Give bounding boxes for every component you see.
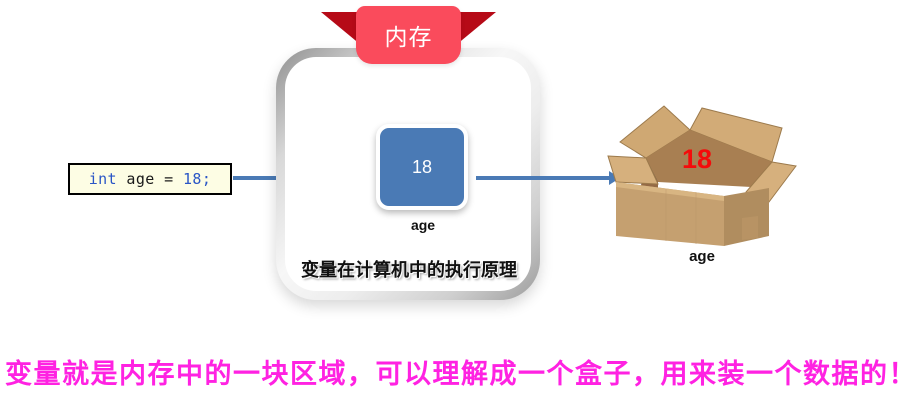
memory-cell: 18 [376, 124, 468, 210]
code-snippet-box: int age = 18; [68, 163, 232, 195]
memory-cell-label: age [410, 217, 436, 233]
cardboard-box-illustration: 18 [606, 96, 798, 246]
cardboard-box-label: age [689, 248, 715, 265]
memory-cell-value: 18 [411, 156, 433, 177]
ribbon-label: 内存 [384, 24, 433, 50]
memory-ribbon-banner: 内存 [321, 6, 496, 68]
code-literal: 18; [183, 170, 212, 188]
code-keyword: int [88, 170, 117, 188]
bottom-note: 变量就是内存中的一块区域，可以理解成一个盒子，用来装一个数据的！ [5, 359, 909, 390]
memory-cell-group: 18 age [376, 124, 470, 233]
ribbon-plate: 内存 [356, 6, 461, 64]
arrow-memory-to-box [476, 171, 620, 185]
cardboard-box-icon [607, 105, 797, 246]
code-identifier: age = [116, 170, 183, 188]
cardboard-box-value: 18 [682, 144, 713, 174]
card-caption: 变量在计算机中的执行原理 [301, 260, 517, 280]
